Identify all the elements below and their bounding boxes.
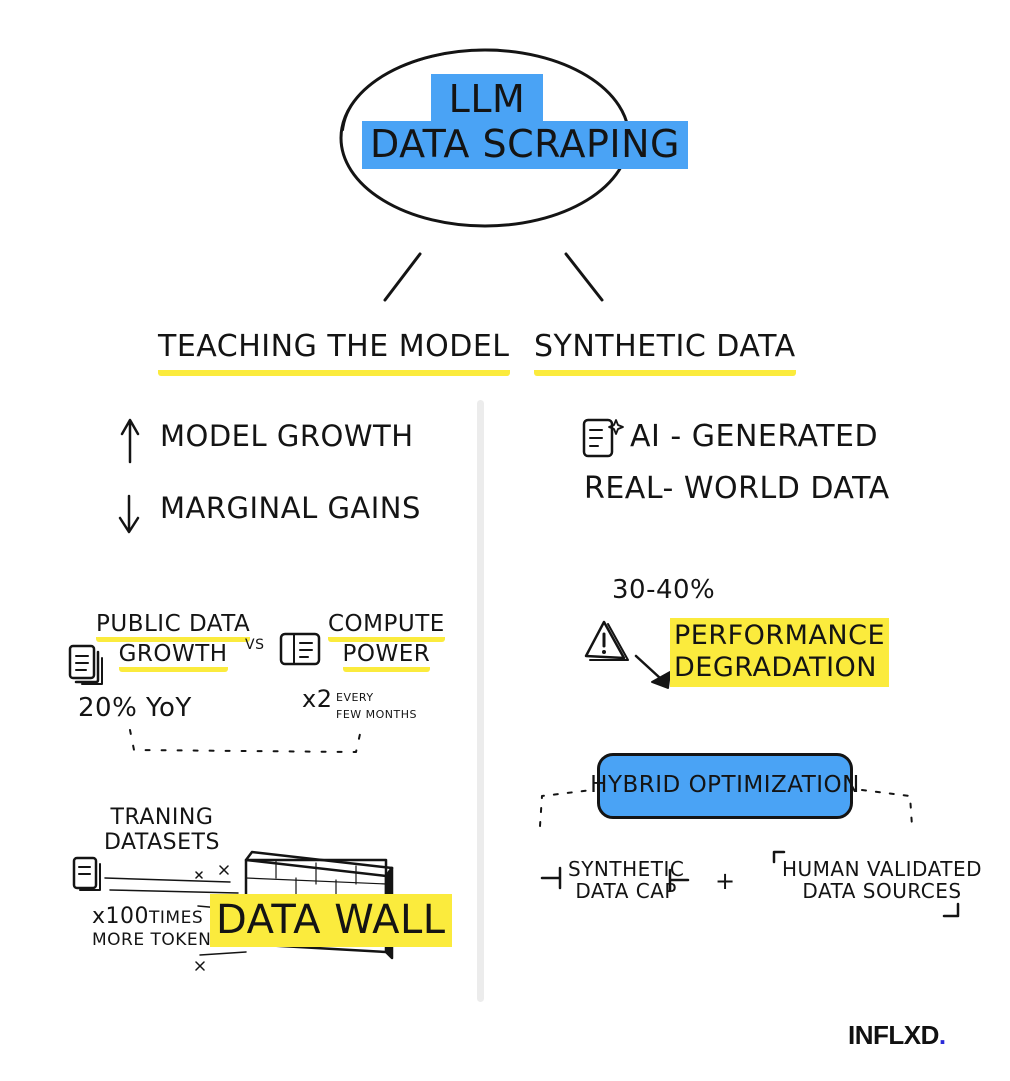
x2-label: x2 xyxy=(302,685,333,713)
more-tokens-label: MORE TOKENS xyxy=(92,930,223,951)
column-divider xyxy=(477,400,484,1002)
hybrid-optimization-box: HYBRID OPTIMIZATION xyxy=(590,753,859,819)
model-growth-label: MODEL GROWTH xyxy=(160,419,414,453)
times-label: TIMES xyxy=(149,908,204,928)
compute-line-2: POWER xyxy=(342,640,431,672)
training-datasets: TRANING DATASETS xyxy=(104,805,220,855)
every-few-months: EVERY FEW MONTHS xyxy=(336,690,417,723)
yoy-label: 20% YoY xyxy=(78,693,192,723)
synthetic-cap-line-1: SYNTHETIC xyxy=(568,857,685,881)
every-line-1: EVERY xyxy=(336,691,374,704)
compute-line-1: COMPUTE xyxy=(328,611,445,642)
data-wall-label: DATA WALL xyxy=(210,894,452,947)
title-line-1: LLM xyxy=(430,74,544,121)
every-line-2: FEW MONTHS xyxy=(336,707,418,721)
synthetic-data-cap: SYNTHETIC DATA CAP xyxy=(568,858,684,903)
performance-degradation: PERFORMANCE DEGRADATION xyxy=(670,618,890,687)
ai-generated-label: AI - GENERATED xyxy=(630,419,879,454)
human-validated-data-sources: HUMAN VALIDATED DATA SOURCES xyxy=(782,858,982,903)
public-data-growth: PUBLIC DATA GROWTH xyxy=(96,611,251,672)
synthetic-cap-line-2: DATA CAP xyxy=(575,879,677,904)
logo-text: INFLXD xyxy=(848,1020,939,1050)
heading-synthetic-data: SYNTHETIC DATA xyxy=(534,330,796,376)
title-line-2: DATA SCRAPING xyxy=(362,120,688,170)
public-data-line-2: GROWTH xyxy=(118,640,228,672)
human-line-2: DATA SOURCES xyxy=(802,879,962,904)
heading-teaching-the-model: TEACHING THE MODEL xyxy=(158,330,510,376)
document-icon xyxy=(72,856,101,891)
arrow-pointer-icon xyxy=(634,654,671,689)
human-line-1: HUMAN VALIDATED xyxy=(782,857,982,881)
public-data-line-1: PUBLIC DATA xyxy=(96,611,251,642)
training-line-2: DATASETS xyxy=(104,829,220,855)
browser-window-icon xyxy=(279,632,321,666)
real-world-data-label: REAL- WORLD DATA xyxy=(584,471,890,506)
x100-more-tokens: x100TIMES MORE TOKENS xyxy=(92,904,223,951)
performance-line-2: DEGRADATION xyxy=(674,652,878,684)
percent-label: 30-40% xyxy=(612,575,716,605)
ai-document-icon xyxy=(582,418,624,458)
document-stack-icon xyxy=(68,644,103,685)
arrow-up-icon xyxy=(120,418,140,464)
performance-line-1: PERFORMANCE xyxy=(674,620,886,651)
title: LLM DATA SCRAPING xyxy=(362,74,688,170)
training-line-1: TRANING xyxy=(110,805,214,830)
arrow-down-icon xyxy=(118,494,140,534)
plus-sign: + xyxy=(715,867,736,895)
inflxd-logo: INFLXD. xyxy=(848,1020,946,1051)
vs-label: VS xyxy=(245,637,265,653)
logo-dot: . xyxy=(938,1020,946,1050)
marginal-gains-label: MARGINAL GAINS xyxy=(160,491,421,525)
warning-triangle-icon xyxy=(584,620,629,661)
compute-power: COMPUTE POWER xyxy=(328,611,445,672)
x100-label: x100 xyxy=(92,904,150,929)
